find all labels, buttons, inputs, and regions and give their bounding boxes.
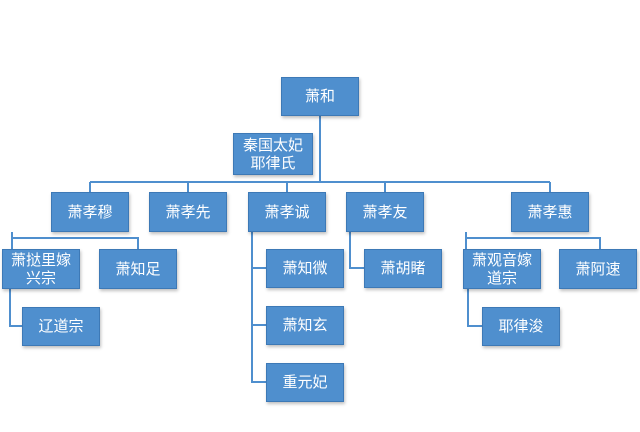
node-grandchild-hudu: 萧胡睹	[364, 249, 442, 288]
connector-guanyin-child	[467, 289, 482, 327]
node-great-grandchild-yelvjun: 耶律浚	[482, 307, 560, 346]
node-child-label: 萧孝惠	[527, 202, 573, 221]
node-root-label: 萧和	[304, 87, 335, 105]
node-grandchild-zhixuan: 萧知玄	[266, 306, 344, 345]
connector-xiaomu-bus	[11, 232, 139, 249]
node-grandchild-label: 萧知足	[115, 259, 161, 278]
node-child-label: 萧孝友	[362, 202, 408, 221]
node-grandchild-label: 萧知微	[282, 259, 328, 277]
node-grandchild-zhizu: 萧知足	[99, 249, 177, 289]
node-great-grandchild-label: 辽道宗	[38, 317, 84, 335]
node-child-xiaocheng: 萧孝诚	[248, 192, 326, 232]
node-child-xiaoyou: 萧孝友	[346, 192, 424, 232]
node-spouse: 秦国太妃耶律氏	[233, 133, 313, 175]
node-grandchild-tali: 萧挞里嫁兴宗	[2, 249, 80, 289]
node-spouse-label: 秦国太妃耶律氏	[242, 136, 303, 172]
node-child-xiaohui: 萧孝惠	[511, 192, 589, 232]
node-child-xiaomu: 萧孝穆	[51, 192, 129, 232]
node-grandchild-label: 萧知玄	[282, 316, 328, 334]
connector-xiaoyou-child	[349, 232, 364, 269]
node-grandchild-guanyin: 萧观音嫁道宗	[463, 249, 541, 289]
node-great-grandchild-liaodaozong: 辽道宗	[22, 307, 100, 346]
node-grandchild-zhiwei: 萧知微	[266, 249, 344, 288]
node-grandchild-label: 萧胡睹	[380, 259, 426, 277]
connector-xiaocheng-spine	[251, 232, 266, 383]
node-child-label: 萧孝诚	[264, 202, 310, 221]
node-great-grandchild-label: 耶律浚	[498, 317, 544, 335]
node-grandchild-label: 萧挞里嫁兴宗	[10, 251, 71, 287]
node-grandchild-label: 重元妃	[282, 373, 328, 391]
node-grandchild-label: 萧阿速	[575, 259, 621, 278]
connector-xiaohui-bus	[465, 232, 601, 249]
connector-tali-child	[9, 289, 22, 327]
node-grandchild-asu: 萧阿速	[559, 249, 637, 289]
node-child-label: 萧孝穆	[67, 202, 113, 221]
node-child-label: 萧孝先	[165, 202, 211, 221]
node-grandchild-label: 萧观音嫁道宗	[471, 251, 532, 287]
node-root: 萧和	[281, 77, 359, 116]
node-grandchild-chongyuanfei: 重元妃	[266, 363, 344, 402]
node-child-xiaoxian: 萧孝先	[149, 192, 227, 232]
